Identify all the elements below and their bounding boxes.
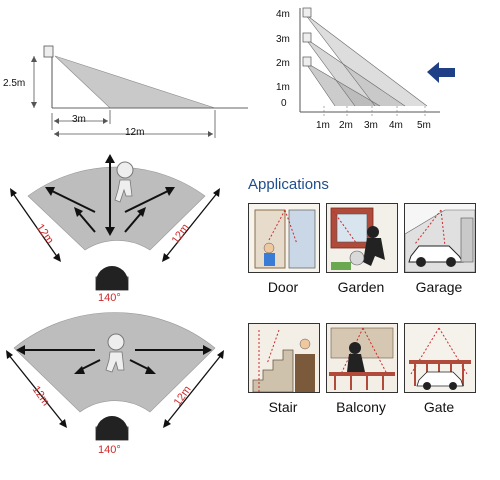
sensor-icon [43,45,54,58]
top-view-diagram-1: 12m 12m 140° [0,150,230,310]
person-icon [116,161,134,179]
app-label-garage: Garage [415,279,463,295]
height-chart-svg [299,7,455,118]
app-label-gate: Gate [423,399,455,415]
sensor-icon-3m [302,32,312,43]
sensor-icon [96,416,128,440]
angle-label: 140° [98,444,121,456]
x-label-1m: 1m [316,120,330,131]
garden-thief-scene-icon [326,203,398,273]
side-view-svg [31,45,248,138]
near-distance-label: 3m [72,114,86,125]
app-label-door: Door [267,279,299,295]
applications-title: Applications [248,176,329,193]
stair-scene-icon [248,323,320,393]
height-label: 2.5m [3,78,26,89]
x-label-2m: 2m [339,120,353,131]
x-label-4m: 4m [389,120,403,131]
angle-label: 140° [98,292,121,304]
x-label-5m: 5m [417,120,431,131]
door-scene-icon [248,203,320,273]
app-label-garden: Garden [337,279,385,295]
balcony-scene-icon [326,323,398,393]
side-view-diagram: 2.5m 3m 12m [0,0,250,150]
x-label-3m: 3m [364,120,378,131]
detection-fan [27,166,206,251]
sensor-icon [96,266,128,290]
gate-scene-icon [404,323,476,393]
y-label-1m: 1m [276,82,290,93]
mounting-height-chart: 4m 3m 2m 1m 0 1m 2m 3m 4m 5m [265,0,500,150]
app-label-balcony: Balcony [336,399,386,415]
y-label-2m: 2m [276,58,290,69]
sensor-icon-4m [302,7,312,18]
far-distance-label: 12m [125,127,145,138]
y-label-3m: 3m [276,34,290,45]
left-arrow-icon [427,62,455,83]
garage-car-scene-icon [404,203,476,273]
sensor-icon-2m [302,56,312,67]
detection-cone [54,55,216,109]
top-view-diagram-2: 12m 12m 140° [0,312,230,477]
y-label-4m: 4m [276,9,290,20]
app-label-stair: Stair [268,399,298,415]
y-label-0: 0 [281,98,287,109]
person-icon [107,333,125,351]
